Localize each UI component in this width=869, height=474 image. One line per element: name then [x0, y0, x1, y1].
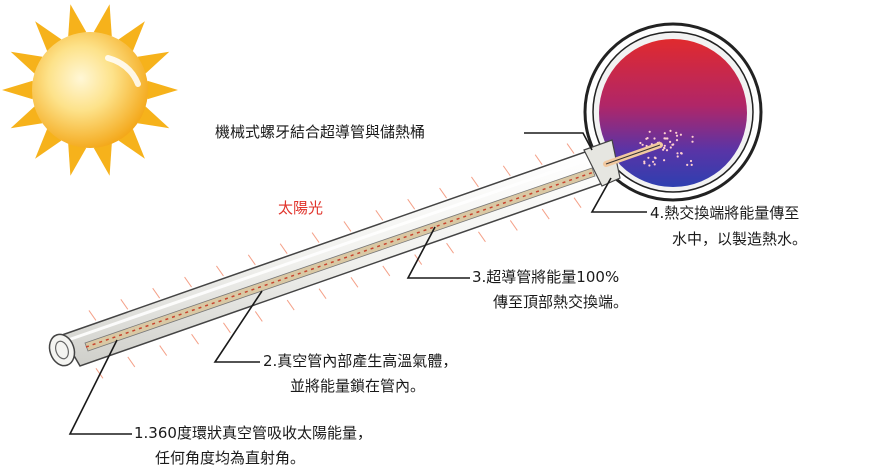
heat-particle — [643, 160, 646, 163]
heat-particle — [663, 159, 666, 162]
sun-ray — [118, 129, 145, 159]
sun-ray — [68, 4, 87, 37]
sun-ray-arrow — [382, 265, 391, 277]
sun-ray-arrow — [509, 220, 518, 231]
sun-ray-arrow — [541, 208, 550, 220]
heat-particle — [691, 140, 694, 143]
heat-particle — [669, 146, 672, 149]
sun-ray — [35, 21, 62, 51]
sun-ray-arrow — [95, 368, 104, 379]
heat-particle — [669, 140, 672, 143]
sun-ray-arrow — [279, 243, 288, 254]
heat-particle — [662, 148, 665, 151]
sun-ray-arrow — [471, 176, 479, 188]
label-step2-line1: 2.真空管內部產生高溫氣體， — [263, 352, 458, 370]
sun-icon — [2, 4, 178, 176]
label-step3-line1: 3.超導管將能量100% — [472, 268, 620, 286]
sun-ray-arrow — [375, 210, 384, 221]
sun-ray — [147, 80, 178, 100]
heat-particle — [679, 133, 683, 136]
label-sunlight: 太陽光 — [278, 199, 324, 217]
sun-ray-arrow — [88, 310, 97, 321]
heat-particle — [676, 155, 679, 158]
label-step1-line2: 任何角度均為直射角。 — [155, 449, 306, 467]
heat-particle — [643, 162, 646, 165]
heat-particle — [675, 131, 678, 134]
heat-particle — [663, 132, 666, 135]
sun-ray — [2, 80, 33, 100]
label-step4-line2: 水中，以製造熱水。 — [672, 230, 808, 248]
sun-ray — [10, 106, 43, 129]
heat-particle — [680, 152, 683, 155]
heat-particle — [669, 129, 672, 132]
heat-particle — [663, 144, 666, 147]
sun-ray-arrow — [350, 277, 359, 288]
label-top: 機械式螺牙結合超導管與儲熱桶 — [215, 123, 426, 141]
heat-particle — [672, 143, 675, 146]
heat-particle — [652, 160, 655, 163]
sun-ray-arrow — [152, 287, 161, 299]
sun-ray-arrow — [286, 299, 295, 311]
heat-particle — [641, 143, 644, 146]
sun-ray — [118, 21, 145, 51]
sun-ray-arrow — [534, 154, 543, 165]
sun-ray-arrow — [216, 265, 224, 277]
heat-particle — [653, 137, 656, 140]
label-step1-line1: 1.360度環狀真空管吸收太陽能量， — [134, 424, 372, 442]
sun-ray — [93, 4, 112, 37]
heat-particle — [646, 137, 649, 140]
sun-ray-arrow — [343, 221, 352, 232]
heat-particle — [675, 139, 679, 142]
leader-lines — [68, 132, 647, 435]
sun-ray-arrow — [478, 231, 486, 243]
sun-ray-arrow — [439, 187, 447, 199]
heat-particle — [686, 163, 689, 166]
heat-particle — [647, 156, 650, 159]
label-step2-line2: 並將能量鎖在管內。 — [290, 377, 426, 395]
heat-particle — [653, 163, 656, 166]
heat-particle — [675, 134, 679, 137]
vacuum-tube — [48, 139, 663, 379]
sun-ray-arrow — [247, 254, 256, 266]
sun-ray-arrow — [127, 356, 136, 368]
heat-particle — [689, 159, 693, 163]
sun-ray — [68, 143, 87, 176]
heat-particle — [648, 164, 651, 167]
label-step3-line2: 傳至頂部熱交換端。 — [493, 293, 629, 311]
sun-ray — [35, 129, 62, 159]
heat-particle — [639, 141, 642, 145]
label-step4-line1: 4.熱交換端將能量傳至 — [650, 204, 800, 222]
heat-particle — [691, 135, 694, 138]
sun-ray-arrow — [191, 333, 199, 345]
heat-particle — [690, 163, 693, 166]
sun-ray-arrow — [566, 143, 575, 154]
sun-ray-arrow — [573, 197, 582, 208]
heat-particle — [676, 152, 679, 155]
sun-ray — [93, 143, 112, 176]
sun-ray-arrow — [446, 242, 454, 254]
heat-particle — [653, 156, 657, 159]
sun-ray-arrow — [120, 299, 129, 310]
heat-particle — [665, 149, 669, 152]
sun-ray-arrow — [407, 198, 416, 210]
sun-ray-arrow — [318, 288, 327, 299]
sun-ray — [137, 51, 170, 74]
sun-ray-arrow — [311, 232, 320, 243]
heat-particle — [648, 130, 651, 133]
sun-ray — [10, 51, 43, 74]
sun-ray-arrow — [184, 276, 192, 288]
heat-particle — [663, 146, 666, 149]
sun-ray-arrow — [502, 165, 511, 177]
sun-ray-arrow — [223, 322, 231, 334]
sun-ray — [137, 106, 170, 129]
heat-particle — [664, 137, 668, 140]
sun-ray-arrow — [254, 311, 263, 322]
sun-ray-arrow — [159, 345, 168, 356]
